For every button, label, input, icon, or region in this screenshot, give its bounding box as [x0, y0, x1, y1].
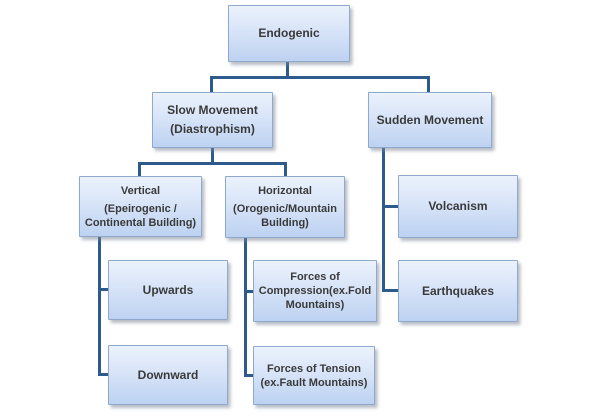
node-forces-of-compression: Forces of Compression(ex.Fold Mountains)	[253, 260, 377, 322]
node-upwards-label: Upwards	[142, 282, 194, 297]
node-volcanism-label: Volcanism	[428, 199, 488, 213]
node-tension-label-2: (ex.Fault Mountains)	[260, 376, 368, 389]
connector-level2-crossbar	[138, 162, 287, 165]
connector-slow-stem	[211, 148, 214, 163]
connector-to-sudden-movement	[427, 76, 430, 92]
node-vertical-sublabel-2: Continental Building)	[84, 216, 197, 229]
node-earthquakes-label: Earthquakes	[421, 283, 495, 298]
node-compression-label-1: Forces of	[290, 271, 340, 283]
node-horizontal-sublabel-1: (Orogenic/Mountain	[233, 203, 337, 215]
connector-to-horizontal	[284, 162, 287, 176]
node-sudden-movement-label: Sudden Movement	[376, 112, 484, 127]
connector-level1-crossbar	[210, 76, 430, 79]
node-endogenic-label: Endogenic	[258, 26, 320, 40]
node-upwards: Upwards	[108, 260, 228, 320]
node-tension-label-1: Forces of Tension	[267, 362, 361, 375]
connector-to-tension	[244, 374, 253, 377]
connector-endogenic-stem	[286, 62, 289, 78]
node-endogenic: Endogenic	[228, 5, 350, 62]
connector-to-upwards	[98, 288, 108, 291]
node-volcanism: Volcanism	[398, 175, 518, 238]
node-horizontal-label: Horizontal	[258, 185, 312, 197]
node-vertical-sublabel-1: (Epeirogenic /	[104, 202, 177, 215]
node-sudden-movement: Sudden Movement	[368, 92, 492, 148]
connector-to-volcanism	[382, 205, 398, 208]
node-horizontal-sublabel-2: Building)	[261, 217, 309, 229]
connector-to-vertical	[138, 162, 141, 176]
node-forces-of-tension: Forces of Tension (ex.Fault Mountains)	[253, 346, 375, 405]
node-vertical: Vertical (Epeirogenic / Continental Buil…	[79, 176, 202, 237]
connector-to-downward	[98, 373, 108, 376]
node-slow-movement: Slow Movement (Diastrophism)	[152, 92, 273, 148]
connector-to-slow-movement	[210, 76, 213, 92]
node-horizontal: Horizontal (Orogenic/Mountain Building)	[225, 176, 345, 238]
node-compression-label-3: Mountains)	[285, 299, 345, 311]
connector-horizontal-hang	[244, 238, 247, 377]
connector-vertical-hang	[98, 237, 101, 376]
node-downward-label: Downward	[137, 367, 199, 382]
node-slow-movement-label: Slow Movement	[167, 103, 258, 117]
node-vertical-label: Vertical	[120, 184, 161, 197]
connector-to-compression	[244, 290, 253, 293]
connector-to-earthquakes	[382, 289, 398, 292]
connector-sudden-hang	[382, 148, 385, 292]
node-earthquakes: Earthquakes	[398, 260, 518, 322]
node-compression-label-2: Compression(ex.Fold	[258, 285, 372, 297]
node-downward: Downward	[108, 345, 228, 405]
node-slow-movement-sublabel: (Diastrophism)	[170, 122, 255, 136]
